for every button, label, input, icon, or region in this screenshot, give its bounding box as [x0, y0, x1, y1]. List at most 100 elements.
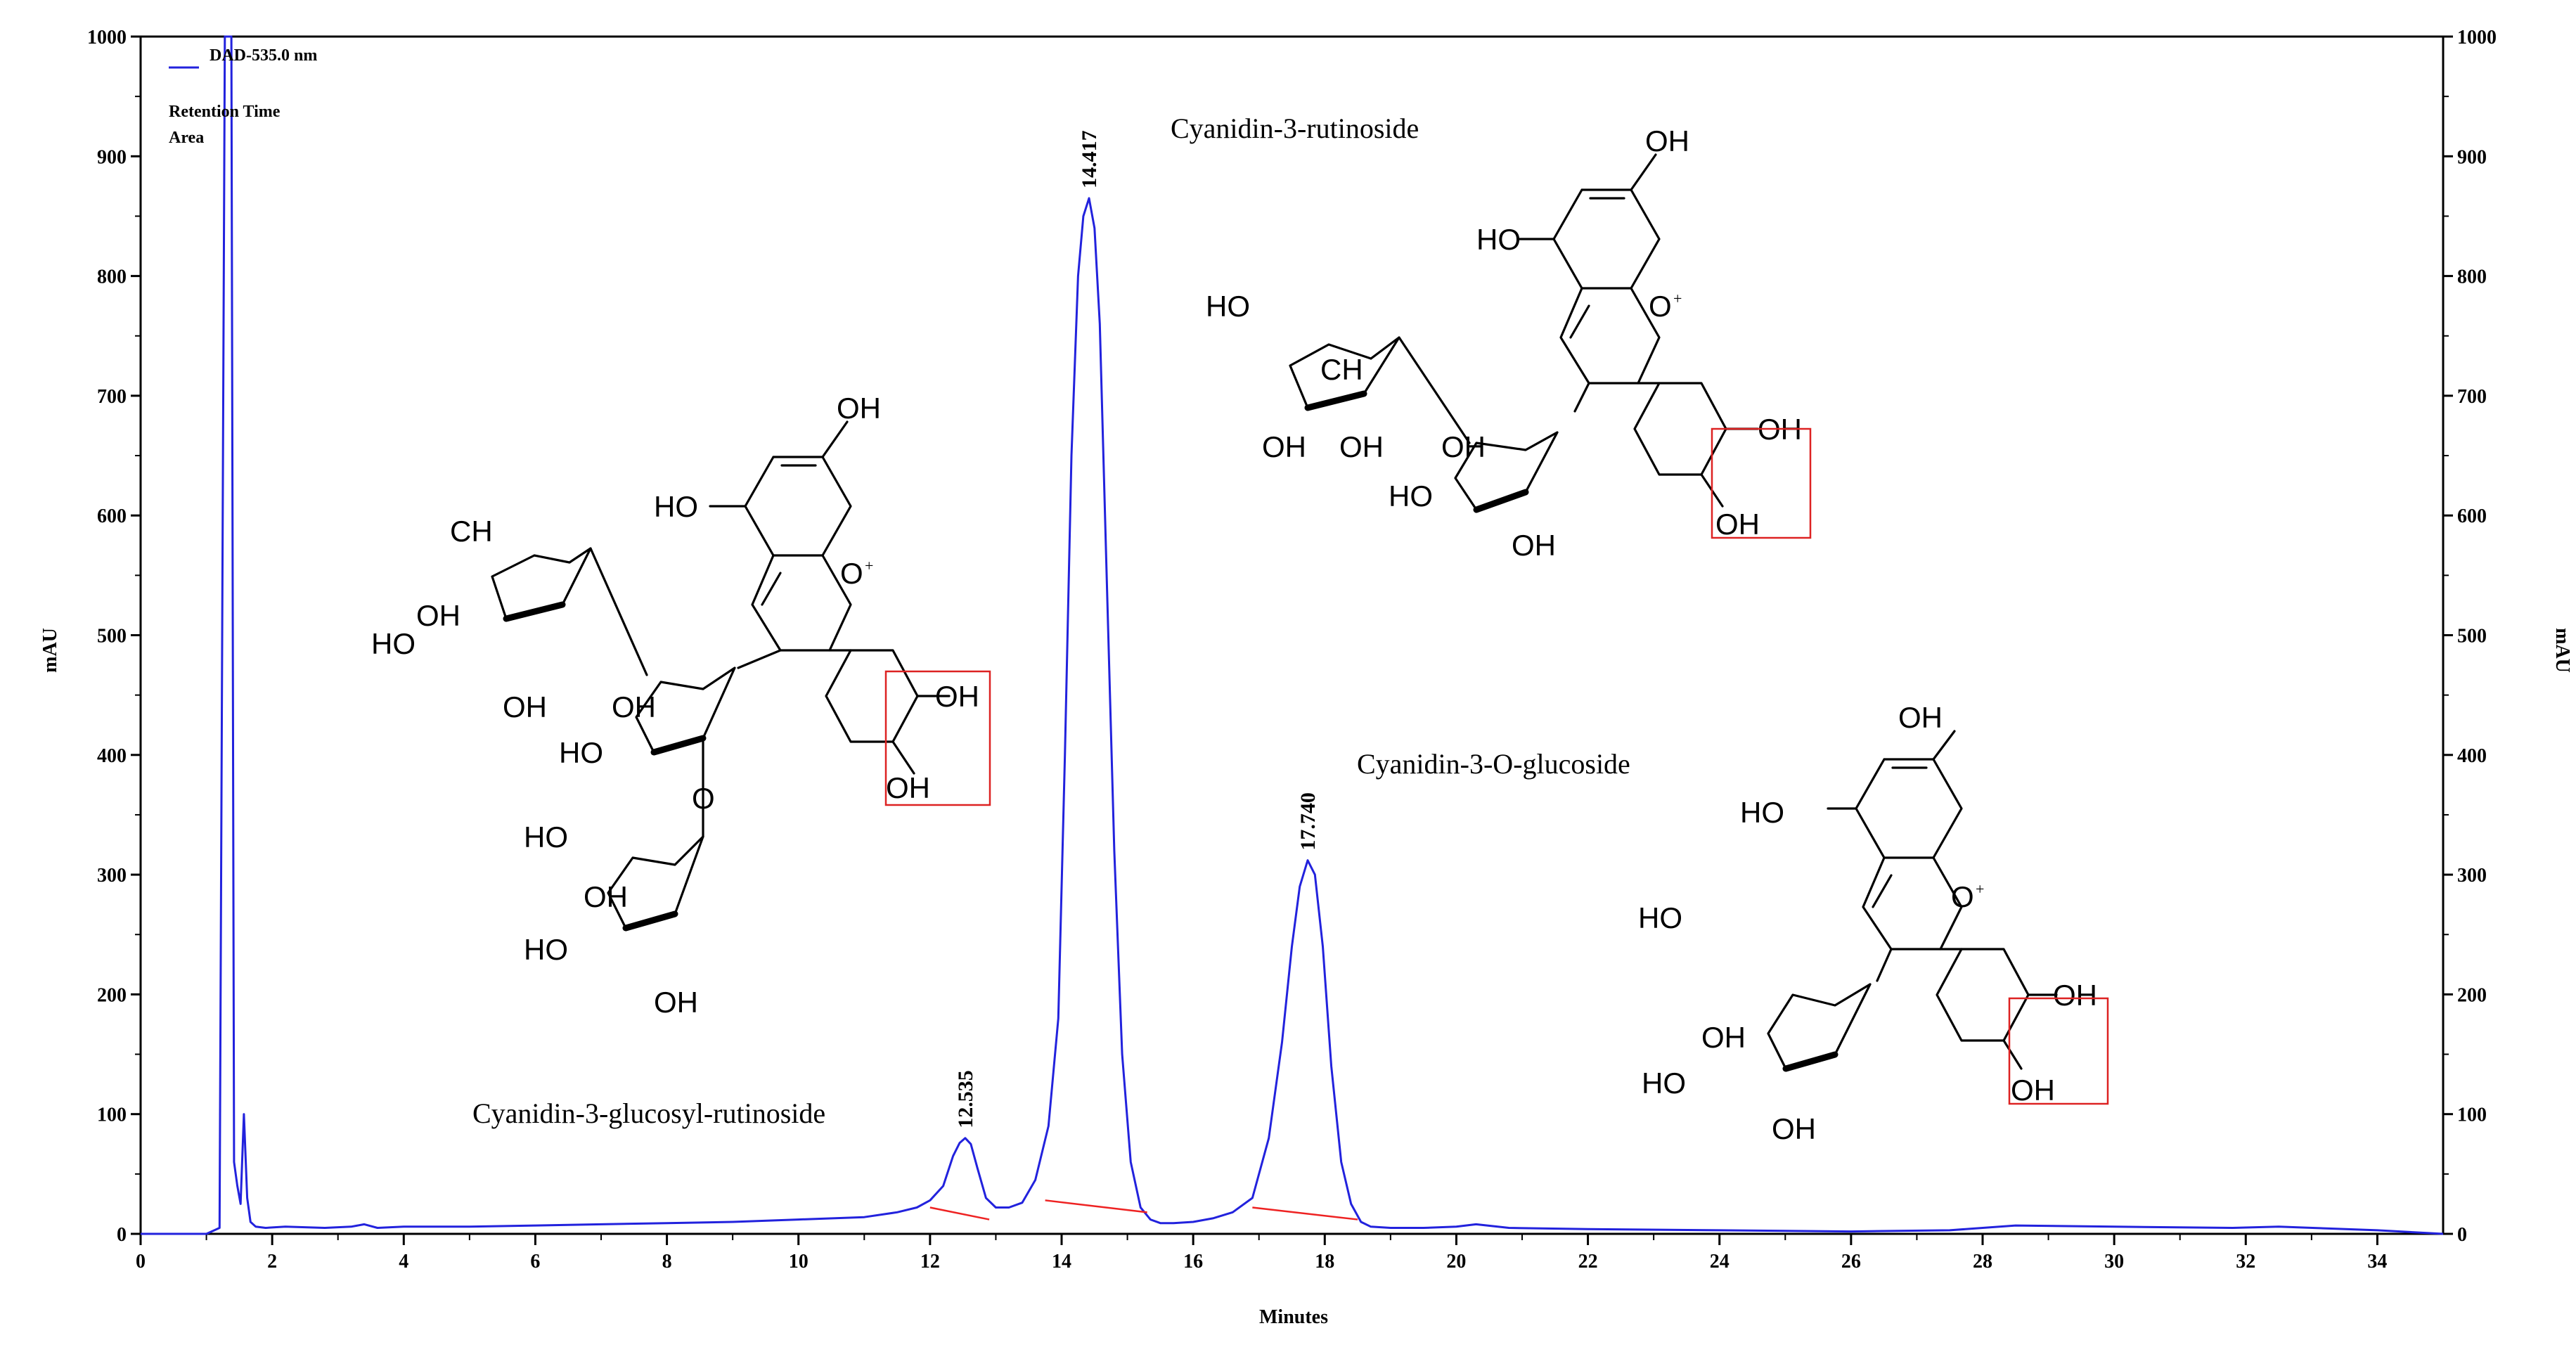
s3-o3	[1876, 948, 1893, 982]
s1-oh-glc1-text: OH	[1441, 430, 1486, 463]
s2-oh-glc1-text: OH	[612, 690, 656, 723]
s2-ring-c	[751, 554, 852, 652]
s3-highlight-box	[2008, 997, 2109, 1105]
y-tick-label-right: 200	[2457, 984, 2487, 1006]
s1-ho-5-text: HO	[1476, 223, 1521, 256]
s3-oh-4p-text: OH	[2011, 1074, 2055, 1107]
x-tick-label: 32	[2236, 1251, 2255, 1273]
s1-ring-c	[1559, 287, 1661, 385]
legend-retention-time: Retention Time	[169, 103, 281, 121]
s2-o-charge: +	[865, 557, 873, 574]
s2-o-plus-text: O	[840, 557, 863, 590]
s1-oh7	[1630, 153, 1657, 191]
y-tick-label-right: 300	[2457, 865, 2487, 887]
s2-oh-rha1-text: OH	[416, 599, 461, 632]
s1-oh-rha2-text: OH	[1339, 430, 1384, 463]
s2-oh7	[821, 420, 849, 458]
x-tick-label: 28	[1973, 1251, 1992, 1273]
s3-ho-5-text: HO	[1740, 796, 1784, 829]
s1-highlight-box	[1711, 427, 1812, 539]
s2-ho-glc-text: HO	[559, 736, 603, 769]
s3-glucose-front	[1782, 1051, 1838, 1072]
y-tick-label-left: 500	[97, 626, 127, 648]
x-axis-title: Minutes	[1259, 1306, 1328, 1328]
y-tick-label-left: 300	[97, 865, 127, 887]
x-tick-label: 2	[267, 1251, 277, 1273]
y-tick-label-right: 500	[2457, 626, 2487, 648]
s2-o3	[737, 649, 782, 669]
s3-ho-glc-text: HO	[1642, 1067, 1686, 1100]
x-tick-label: 24	[1710, 1251, 1730, 1273]
y-tick-label-right: 400	[2457, 745, 2487, 767]
peak-label: 17.740	[1296, 792, 1320, 851]
x-tick-label: 14	[1052, 1251, 1071, 1273]
s1-rhamnose-front	[1304, 390, 1367, 411]
y-tick-label-left: 0	[117, 1224, 127, 1246]
structure-cyanidin-3-o-glucoside: OH HO O + OH OH HO OH HO OH	[1638, 701, 2109, 1145]
x-tick-label: 8	[662, 1251, 672, 1273]
legend-series-label: DAD-535.0 nm	[210, 46, 317, 65]
s1-ho-rha-text: HO	[1206, 290, 1250, 323]
s2-glucose-front	[650, 735, 707, 756]
x-tick-label: 34	[2367, 1251, 2387, 1273]
y-tick-label-left: 800	[97, 266, 127, 288]
s3-oh-glc2-text: OH	[1772, 1112, 1816, 1145]
s2-oh-glc2b-text: OH	[654, 986, 698, 1019]
s1-o-plus-text: O	[1649, 290, 1672, 323]
s2-ring-a	[744, 456, 852, 557]
s3-oh4p	[2002, 1039, 2023, 1070]
s2-ring-c-double	[761, 572, 782, 606]
s2-ho-glc2-b-text: HO	[524, 933, 568, 966]
s3-oh7	[1932, 730, 1956, 761]
s2-oh-glc2a-text: OH	[584, 880, 628, 913]
s1-oh-4p-text: OH	[1715, 508, 1760, 541]
series-line-dad-535	[141, 35, 2444, 1235]
s1-ring-c-double	[1569, 304, 1590, 339]
peak-baseline	[929, 1206, 990, 1220]
s1-ho-glc-text: HO	[1389, 479, 1433, 513]
s1-glucose-front	[1473, 489, 1529, 513]
s2-ho-glc2-text: HO	[524, 820, 568, 854]
y-tick-label-right: 800	[2457, 266, 2487, 288]
y-tick-label-right: 900	[2457, 146, 2487, 168]
s3-ring-a	[1855, 758, 1963, 859]
structure-cyanidin-3-rutinoside: OH HO O + OH OH CH HO OH OH HO OH OH	[1206, 124, 1812, 562]
s1-oh-7-text: OH	[1645, 124, 1689, 157]
compound-label-rutinoside: Cyanidin-3-rutinoside	[1171, 112, 1419, 144]
y-tick-label-left: 900	[97, 146, 127, 168]
s3-ring-c	[1862, 856, 1963, 951]
peak-baseline	[1045, 1199, 1147, 1213]
s2-ring-b	[825, 649, 919, 743]
s1-oh-rha1-text: OH	[1262, 430, 1306, 463]
s1-link	[1398, 336, 1471, 444]
x-tick-label: 6	[530, 1251, 540, 1273]
s1-ring-a	[1552, 188, 1661, 290]
s1-ch3-text: CH	[1320, 353, 1363, 386]
x-tick-label: 20	[1446, 1251, 1466, 1273]
y-tick-label-right: 100	[2457, 1104, 2487, 1126]
s3-o-charge: +	[1976, 880, 1984, 898]
s2-ch3-text: CH	[450, 515, 493, 548]
s2-rhamnose-front	[503, 601, 566, 622]
x-tick-label: 26	[1841, 1251, 1861, 1273]
x-tick-label: 12	[920, 1251, 940, 1273]
compound-label-glucoside: Cyanidin-3-O-glucoside	[1357, 748, 1630, 780]
x-tick-label: 18	[1315, 1251, 1334, 1273]
s3-o-plus-text: O	[1951, 880, 1974, 913]
y-axis-title-right: mAU	[2551, 628, 2573, 673]
s2-ho-5-text: HO	[654, 490, 698, 523]
structure-cyanidin-3-glucosyl-rutinoside: OH HO O + OH OH CH OH HO OH OH HO O HO O…	[371, 392, 991, 1019]
s3-ring-c-double	[1872, 874, 1893, 908]
y-tick-label-left: 600	[97, 505, 127, 527]
s1-oh-glc2-text: OH	[1512, 529, 1556, 562]
peak-baseline	[1252, 1206, 1358, 1220]
s2-oh-3p-text: OH	[935, 680, 979, 713]
legend-area: Area	[169, 129, 204, 147]
x-tick-label: 22	[1578, 1251, 1598, 1273]
y-tick-label-right: 600	[2457, 505, 2487, 527]
